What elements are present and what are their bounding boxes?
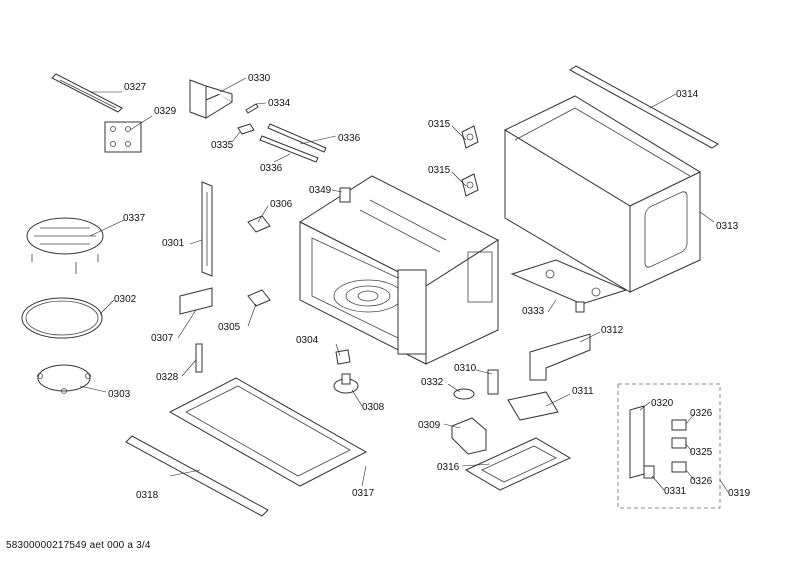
part-0334-pin: [245, 103, 259, 114]
part-0308-motor: [333, 373, 359, 394]
label-0301: 0301: [162, 238, 185, 249]
label-0316: 0316: [437, 462, 460, 473]
label-0307: 0307: [151, 333, 174, 344]
label-0336-lower: 0336: [260, 163, 283, 174]
part-0330-bracket: [189, 79, 233, 119]
part-0315-bracket-lower: [461, 173, 479, 197]
part-0332-coupler: [453, 388, 475, 400]
part-0318-rail: [125, 435, 269, 517]
part-0311-sheet: [507, 391, 559, 421]
part-0301-hinge: [201, 181, 213, 277]
part-0349-connector: [339, 187, 351, 203]
label-0318: 0318: [136, 490, 159, 501]
label-0333: 0333: [522, 306, 545, 317]
label-0328: 0328: [156, 372, 179, 383]
part-0333-plate: [510, 259, 628, 313]
part-0302-glass-tray: [21, 297, 103, 339]
label-0337: 0337: [123, 213, 146, 224]
part-0303-roller-ring: [37, 364, 91, 394]
part-0307-plate: [179, 287, 213, 315]
part-0305-clip: [247, 289, 271, 307]
label-0327: 0327: [124, 82, 147, 93]
label-0312: 0312: [601, 325, 624, 336]
label-0331: 0331: [664, 486, 687, 497]
label-0310: 0310: [454, 363, 477, 374]
part-0310-stirrer: [487, 369, 499, 395]
part-0312-bracket: [529, 333, 591, 381]
part-0313-housing: [503, 95, 702, 293]
label-0304: 0304: [296, 335, 319, 346]
label-0334: 0334: [268, 98, 291, 109]
label-0306: 0306: [270, 199, 293, 210]
label-0315-upper: 0315: [428, 119, 451, 130]
part-0319-switch-group: [617, 383, 721, 509]
label-0329: 0329: [154, 106, 177, 117]
label-0309: 0309: [418, 420, 441, 431]
part-0315-bracket-upper: [461, 125, 479, 149]
label-0303: 0303: [108, 389, 131, 400]
document-id-footer: 58300000217549 aet 000 a 3/4: [6, 540, 151, 551]
label-0325: 0325: [690, 447, 713, 458]
label-0332: 0332: [421, 377, 444, 388]
leader-lines: [79, 77, 729, 493]
part-0337-grill-rack: [26, 217, 104, 274]
label-0319: 0319: [728, 488, 751, 499]
part-0316-board: [464, 437, 572, 491]
label-0326-lower: 0326: [690, 476, 713, 487]
label-0320: 0320: [651, 398, 674, 409]
part-0306-clip: [247, 215, 271, 233]
label-0330: 0330: [248, 73, 271, 84]
part-0317-base-frame: [168, 377, 368, 487]
part-0309-duct: [451, 417, 487, 455]
label-0314: 0314: [676, 89, 699, 100]
part-0304-latch: [335, 349, 351, 365]
label-0315-lower: 0315: [428, 165, 451, 176]
part-0328-bar: [195, 343, 203, 373]
part-0327-rail: [51, 73, 123, 113]
part-0335-clip: [237, 123, 255, 135]
label-0335: 0335: [211, 140, 234, 151]
part-labels: 0327 0329 0330 0334 0335 0336 0336 0314 …: [108, 73, 751, 501]
label-0302: 0302: [114, 294, 137, 305]
label-0308: 0308: [362, 402, 385, 413]
label-0336-upper: 0336: [338, 133, 361, 144]
label-0326-upper: 0326: [690, 408, 713, 419]
part-0314-strip: [569, 65, 719, 149]
label-0313: 0313: [716, 221, 739, 232]
part-0336-rod-lower: [259, 135, 319, 163]
oven-cavity-assembly: [298, 175, 500, 365]
label-0317: 0317: [352, 488, 375, 499]
label-0311: 0311: [572, 386, 594, 397]
label-0305: 0305: [218, 322, 241, 333]
label-0349: 0349: [309, 185, 332, 196]
part-0336-rod-upper: [267, 123, 327, 153]
